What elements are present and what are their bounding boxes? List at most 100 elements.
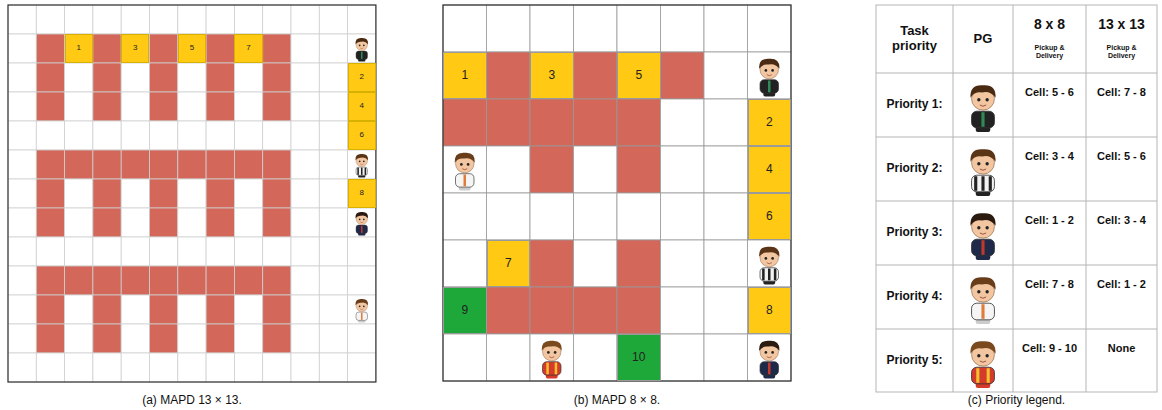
cell-number: 10: [632, 351, 645, 364]
grid-cell: [234, 353, 262, 382]
grid-border: [443, 5, 791, 381]
grid-cell: [574, 146, 618, 193]
grid-cell: [263, 34, 291, 63]
avatar-stripe: [546, 363, 549, 375]
grid-cell: [319, 92, 347, 121]
grid-cell: [36, 208, 64, 237]
grid-cell: [206, 237, 234, 266]
grid-cell: [178, 34, 206, 63]
grid-cell: [178, 295, 206, 324]
grid-cell: [291, 266, 319, 295]
avatar-eye: [977, 226, 980, 229]
cell-pair: Cell: 3 - 4: [1013, 141, 1086, 171]
grid-cell: [150, 34, 178, 63]
table-border: [876, 5, 1157, 392]
grid-cell: [206, 5, 234, 34]
grid-cell: [617, 99, 661, 146]
grid-cell: [617, 334, 661, 381]
grid-cell: [291, 324, 319, 353]
grid-cell: [291, 63, 319, 92]
grid-cell: [704, 146, 748, 193]
cell-pair: Cell: 5 - 6: [1086, 141, 1157, 171]
grid-cell: [178, 5, 206, 34]
grid-cell: [93, 34, 121, 63]
cell-pair: Cell: 9 - 10: [1013, 333, 1086, 363]
grid-cell: [8, 92, 36, 121]
grid-cell: [206, 208, 234, 237]
cell-number: 6: [360, 131, 364, 140]
grid-cell: [234, 237, 262, 266]
grid-cell: [8, 266, 36, 295]
grid-cell: [348, 121, 376, 150]
avatar-stripe: [974, 176, 977, 191]
pickup-delivery-cell: 8: [748, 287, 792, 334]
priority-label: Priority 5:: [876, 329, 953, 393]
grid-cell: [263, 121, 291, 150]
grid-cell: [291, 34, 319, 63]
pickup-delivery-cell: 8: [348, 179, 376, 208]
grid-cell: [178, 266, 206, 295]
grid-cell: [348, 295, 376, 324]
avatar-eye: [363, 219, 365, 221]
cell-pair: None: [1086, 333, 1157, 363]
grid-cell: [348, 5, 376, 34]
grid-cell: [206, 266, 234, 295]
table-subheader: Pickup & Delivery: [1013, 38, 1086, 66]
avatar-eye: [554, 351, 557, 354]
grid-cell: [704, 287, 748, 334]
grid-cell: [319, 208, 347, 237]
avatar-mouth: [360, 221, 363, 223]
grid-cell: [178, 237, 206, 266]
grid-cell: [574, 52, 618, 99]
grid-cell: [150, 324, 178, 353]
agent-avatar: [970, 149, 995, 196]
grid-cell: [65, 121, 93, 150]
avatar-stripe: [987, 368, 990, 383]
grid-cell: [263, 179, 291, 208]
grid-cell: [443, 99, 487, 146]
grid-cell: [291, 295, 319, 324]
map-8x8: [443, 5, 791, 381]
avatar-stripe: [774, 269, 777, 281]
grid-cell: [574, 99, 618, 146]
grid-cell: [443, 146, 487, 193]
grid-cell: [206, 63, 234, 92]
avatar-hair: [455, 153, 475, 163]
grid-cell: [150, 179, 178, 208]
grid-cell: [487, 99, 531, 146]
pickup-delivery-cell: 6: [748, 193, 792, 240]
avatar-hair: [355, 212, 368, 218]
cell-pair: Cell: 5 - 6: [1013, 77, 1086, 107]
grid-cell: [530, 334, 574, 381]
grid-cell: [263, 5, 291, 34]
grid-cell: [748, 5, 792, 52]
avatar-hair: [355, 154, 368, 160]
grid-cell: [178, 63, 206, 92]
avatar-eye: [765, 351, 768, 354]
avatar-mouth: [980, 361, 986, 362]
agent-avatar: [355, 38, 368, 61]
avatar-body: [356, 51, 367, 59]
grid-cell: [319, 121, 347, 150]
grid-cell: [574, 193, 618, 240]
grid-cell: [704, 5, 748, 52]
avatar-hair: [970, 277, 995, 290]
avatar-body: [760, 80, 778, 93]
grid-cell: [617, 146, 661, 193]
agent-avatar: [355, 212, 368, 235]
cell-pair: Cell: 7 - 8: [1013, 269, 1086, 299]
avatar-body: [356, 312, 367, 320]
grid-cell: [150, 5, 178, 34]
cell-pair: Cell: 7 - 8: [1086, 77, 1157, 107]
avatar-eye: [363, 45, 365, 47]
avatar-hair: [355, 38, 368, 44]
cell-number: 7: [505, 257, 512, 270]
avatar-stripe: [357, 168, 359, 175]
avatar-stripe: [365, 168, 367, 175]
grid-cell: [150, 92, 178, 121]
grid-cell: [704, 193, 748, 240]
grid-cell: [36, 34, 64, 63]
avatar-stripe: [762, 269, 765, 281]
cell-number: 5: [190, 44, 194, 53]
priority-label: Priority 4:: [876, 265, 953, 329]
